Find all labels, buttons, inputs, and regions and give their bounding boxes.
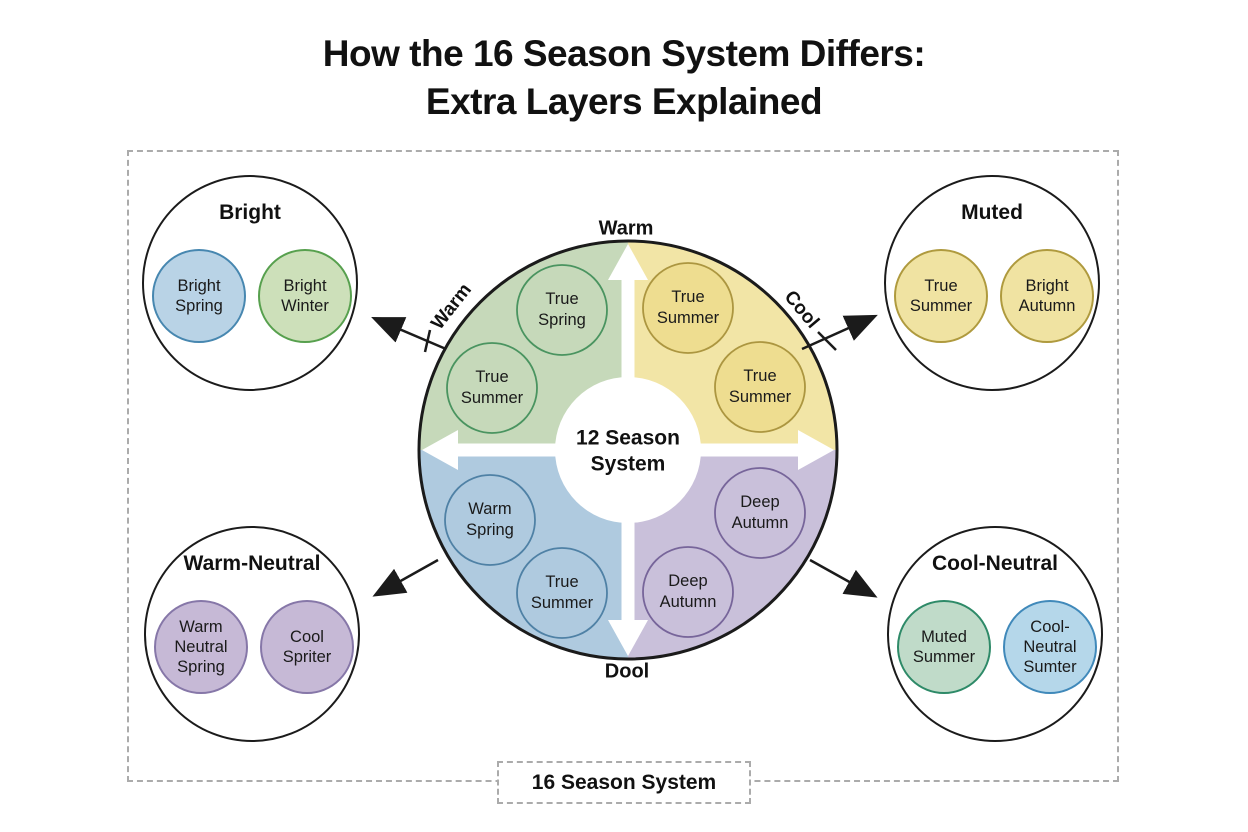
arrowhead-left <box>422 430 458 470</box>
wheel-label-true-spring: True Spring <box>538 290 586 329</box>
satellite-cool-neutral-title: Cool-Neutral <box>932 552 1058 575</box>
circle-warm-neutral-spring: Warm Neutral Spring <box>154 600 248 694</box>
arrowhead-up <box>608 244 648 280</box>
circle-cool-neutral-sumter: Cool-Neutral Sumter <box>1003 600 1097 694</box>
wheel-circle-true-summer-tr2 <box>714 341 806 433</box>
wheel-label-deep-autumn-2: Deep Autumn <box>659 572 717 611</box>
wheel-label-true-summer-tl: True Summer <box>460 368 524 407</box>
wheel-circle-warm-spring <box>444 474 536 566</box>
circle-bright-autumn: Bright Autumn <box>1000 249 1094 343</box>
page-title-line2: Extra Layers Explained <box>425 81 823 122</box>
arrowhead-down <box>608 620 648 656</box>
wheel-center-hub <box>555 377 701 523</box>
satellite-warm-neutral-title: Warm-Neutral <box>183 552 321 575</box>
wheel-circle-deep-autumn-2 <box>642 546 734 638</box>
circle-bright-spring: Bright Spring <box>152 249 246 343</box>
wheel-circle-true-spring <box>516 264 608 356</box>
season-wheel <box>417 239 839 661</box>
satellite-warm-neutral: Warm-Neutral Warm Neutral Spring Cool Sp… <box>144 526 360 742</box>
wheel-center-label: 12 Season System <box>576 426 680 475</box>
satellite-cool-neutral: Cool-Neutral Muted Summer Cool-Neutral S… <box>887 526 1103 742</box>
circle-true-summer-muted: True Summer <box>894 249 988 343</box>
satellite-muted: Muted True Summer Bright Autumn <box>884 175 1100 391</box>
satellite-muted-title: Muted <box>961 201 1023 224</box>
wheel-circle-deep-autumn-1 <box>714 467 806 559</box>
wheel-label-warm-spring: Warm Spring <box>466 500 514 539</box>
circle-muted-summer: Muted Summer <box>897 600 991 694</box>
wheel-label-true-summer-tr1: True Summer <box>656 288 720 327</box>
satellite-bright: Bright Bright Spring Bright Winter <box>142 175 358 391</box>
wheel-label-deep-autumn-1: Deep Autumn <box>731 493 789 532</box>
wheel-label-true-summer-tr2: True Summer <box>728 367 792 406</box>
circle-cool-spriter: Cool Spriter <box>260 600 354 694</box>
page-title-line1: How the 16 Season System Differs: <box>322 33 926 74</box>
arrowhead-right <box>798 430 834 470</box>
page-title: How the 16 Season System Differs: Extra … <box>0 30 1248 126</box>
axis-label-dool-bottom: Dool <box>604 660 650 683</box>
wheel-circle-true-summer-tr1 <box>642 262 734 354</box>
wheel-circle-true-summer-tl <box>446 342 538 434</box>
axis-label-warm-top: Warm <box>598 217 654 240</box>
wheel-circle-true-summer-bl <box>516 547 608 639</box>
wheel-label-true-summer-bl: True Summer <box>530 573 594 612</box>
circle-bright-winter: Bright Winter <box>258 249 352 343</box>
footer-label: 16 Season System <box>531 770 717 794</box>
footer-box: 16 Season System <box>497 761 751 804</box>
wheel-outer-ring <box>417 239 839 661</box>
satellite-bright-title: Bright <box>219 201 281 224</box>
